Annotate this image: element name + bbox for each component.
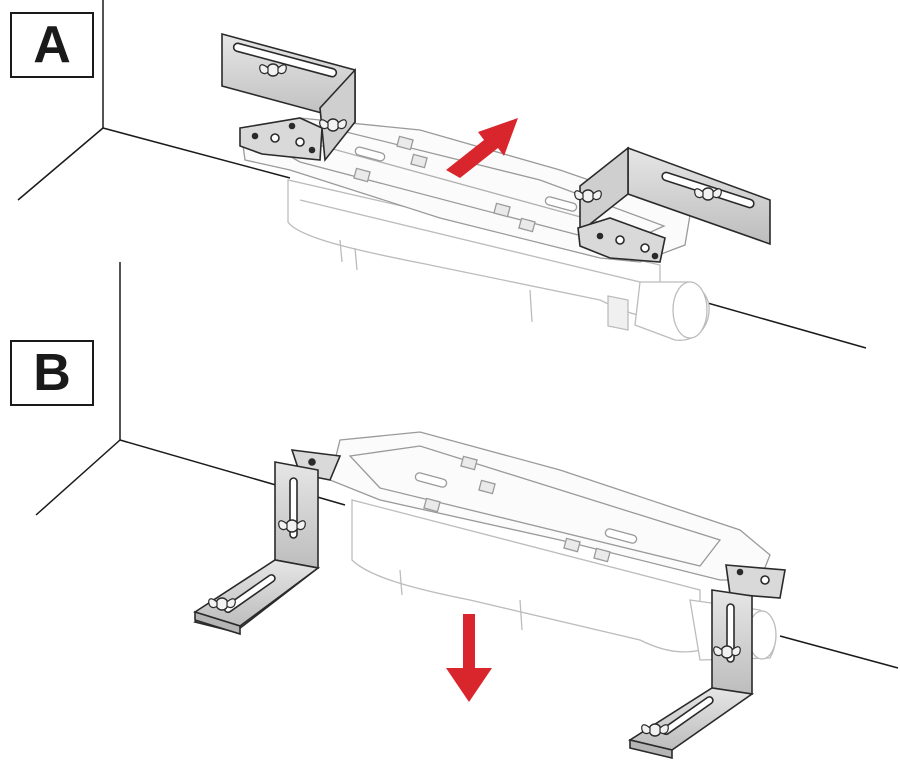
panel-label-a: A xyxy=(10,12,94,78)
panel-label-b: B xyxy=(10,340,94,406)
drain-frame-a xyxy=(241,117,691,263)
mounting-bracket-left-b xyxy=(193,449,342,636)
panel-a-scene xyxy=(17,0,867,349)
panel-b-scene xyxy=(35,262,899,760)
wall-corner-a xyxy=(17,0,867,349)
mounting-bracket-left-a xyxy=(221,32,356,163)
drain-frame-b xyxy=(329,431,771,581)
drain-housing-a xyxy=(287,179,710,341)
arrow-up-icon xyxy=(446,118,518,178)
arrow-down-icon xyxy=(446,614,492,702)
mounting-bracket-right-b xyxy=(627,564,786,760)
